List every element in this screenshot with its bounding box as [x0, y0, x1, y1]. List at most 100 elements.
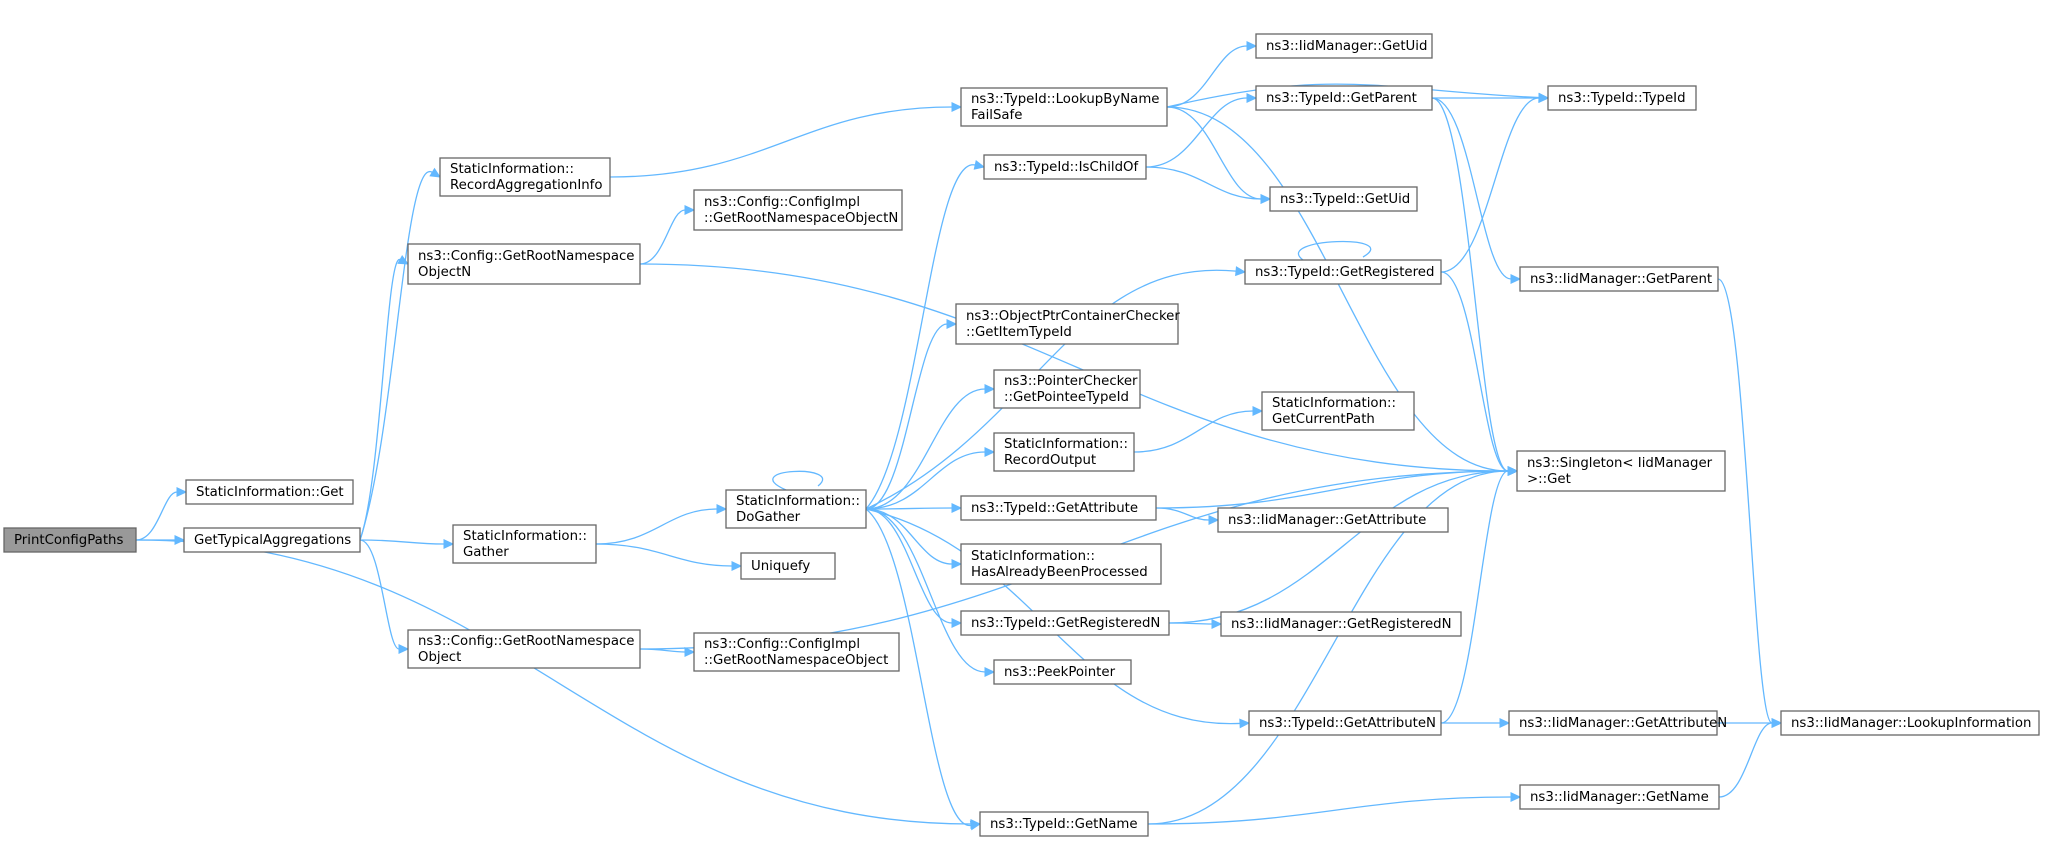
- arrowhead-dogather-to-pc: [984, 384, 996, 394]
- node-mgr_attr[interactable]: ns3::IidManager::GetAttribute: [1217, 507, 1449, 533]
- node-label-pc-1: ::GetPointeeTypeId: [1004, 390, 1129, 405]
- arrowhead-getattr-to-mgr_attr: [1208, 515, 1220, 525]
- edge-dogather-to-peek: [865, 508, 986, 673]
- node-box-ro: [993, 432, 1135, 472]
- node-print[interactable]: PrintConfigPaths: [3, 527, 137, 553]
- edge-dogather-to-pc: [865, 388, 986, 510]
- arrowhead-print-to-siget: [176, 487, 188, 497]
- arrowhead-dogather-to-opcc: [946, 319, 958, 329]
- node-impl[interactable]: ns3::Config::ConfigImpl::GetRootNamespac…: [693, 632, 900, 672]
- node-getattr[interactable]: ns3::TypeId::GetAttribute: [960, 495, 1157, 521]
- node-siget[interactable]: StaticInformation::Get: [185, 479, 354, 505]
- node-gta[interactable]: GetTypicalAggregations: [183, 527, 361, 553]
- arrowhead-grno_n-to-impl_n: [684, 205, 696, 215]
- node-box-peek: [993, 659, 1132, 685]
- node-box-mgr_regn: [1220, 611, 1462, 637]
- node-mgr_uid[interactable]: ns3::IidManager::GetUid: [1255, 33, 1433, 59]
- node-getregn[interactable]: ns3::TypeId::GetRegisteredN: [960, 610, 1170, 636]
- arrowhead-getparent-to-mgr_parent: [1510, 274, 1522, 284]
- edge-lookup-to-singleton: [1166, 106, 1509, 472]
- edge-lookup-to-typeid: [1166, 83, 1540, 108]
- edge-dogather-to-ischild: [865, 164, 976, 510]
- node-label-dogather-0: StaticInformation::: [736, 494, 860, 509]
- node-mgr_attrn[interactable]: ns3::IidManager::GetAttributeN: [1508, 710, 1727, 736]
- arrowhead-gta-to-grno: [398, 644, 410, 654]
- arrowhead-mgr_parent-to-mgr_lookup: [1771, 718, 1783, 728]
- edge-gather-to-uniq: [595, 543, 733, 567]
- edge-getattr-to-singleton: [1155, 470, 1509, 509]
- node-cur[interactable]: StaticInformation::GetCurrentPath: [1261, 391, 1415, 431]
- node-label-mgr_parent-0: ns3::IidManager::GetParent: [1530, 272, 1712, 287]
- node-label-mgr_uid-0: ns3::IidManager::GetUid: [1266, 39, 1427, 54]
- node-mgr_lookup[interactable]: ns3::IidManager::LookupInformation: [1780, 710, 2040, 736]
- node-mgr_name[interactable]: ns3::IidManager::GetName: [1519, 784, 1720, 810]
- node-label-getattr-0: ns3::TypeId::GetAttribute: [971, 501, 1138, 516]
- arrowhead-getreg-to-typeid: [1538, 93, 1550, 103]
- node-ro[interactable]: StaticInformation::RecordOutput: [993, 432, 1135, 472]
- node-mgr_regn[interactable]: ns3::IidManager::GetRegisteredN: [1220, 611, 1462, 637]
- edge-dogather-to-getreg: [865, 269, 1237, 510]
- node-getname[interactable]: ns3::TypeId::GetName: [979, 811, 1149, 837]
- node-getuid[interactable]: ns3::TypeId::GetUid: [1269, 186, 1418, 212]
- arrowhead-ischild-to-getuid: [1260, 194, 1272, 204]
- node-label-singleton-0: ns3::Singleton< IidManager: [1527, 456, 1713, 471]
- node-label-getregn-0: ns3::TypeId::GetRegisteredN: [971, 616, 1160, 631]
- node-grno_n[interactable]: ns3::Config::GetRootNamespaceObjectN: [407, 243, 641, 285]
- node-getattrn[interactable]: ns3::TypeId::GetAttributeN: [1248, 710, 1442, 736]
- node-getreg[interactable]: ns3::TypeId::GetRegistered: [1244, 259, 1442, 285]
- node-box-getparent: [1255, 85, 1433, 111]
- edge-getreg-to-singleton: [1440, 271, 1509, 472]
- node-label-getattrn-0: ns3::TypeId::GetAttributeN: [1259, 716, 1436, 731]
- node-ischild[interactable]: ns3::TypeId::IsChildOf: [983, 154, 1147, 180]
- edge-lookup-to-getuid: [1166, 106, 1262, 200]
- node-box-uniq: [740, 552, 836, 580]
- node-habp[interactable]: StaticInformation::HasAlreadyBeenProcess…: [960, 543, 1162, 585]
- node-label-cur-1: GetCurrentPath: [1272, 412, 1375, 427]
- node-opcc[interactable]: ns3::ObjectPtrContainerChecker::GetItemT…: [955, 303, 1180, 345]
- node-box-print: [3, 527, 137, 553]
- edge-grno_n-to-singleton: [639, 263, 1509, 472]
- edge-print-to-siget: [135, 491, 178, 541]
- node-gather[interactable]: StaticInformation::Gather: [452, 524, 597, 564]
- arrowhead-dogather-to-ro: [984, 447, 996, 457]
- node-label-lookup-1: FailSafe: [971, 108, 1022, 123]
- edge-ischild-to-getparent: [1145, 97, 1248, 168]
- node-label-opcc-0: ns3::ObjectPtrContainerChecker: [966, 309, 1180, 324]
- node-pc[interactable]: ns3::PointerChecker::GetPointeeTypeId: [993, 369, 1141, 409]
- node-typeid[interactable]: ns3::TypeId::TypeId: [1547, 85, 1697, 111]
- node-grno[interactable]: ns3::Config::GetRootNamespaceObject: [407, 629, 641, 669]
- edge-dogather-to-getname: [865, 508, 972, 827]
- node-mgr_parent[interactable]: ns3::IidManager::GetParent: [1519, 266, 1719, 292]
- node-box-singleton: [1516, 450, 1726, 492]
- node-singleton[interactable]: ns3::Singleton< IidManager >::Get: [1516, 450, 1726, 492]
- arrowhead-dogather-to-getattrn: [1239, 718, 1251, 729]
- node-box-mgr_parent: [1519, 266, 1719, 292]
- node-box-rai: [439, 157, 611, 197]
- edge-gta-to-gather: [359, 539, 445, 545]
- node-label-rai-1: RecordAggregationInfo: [450, 178, 603, 193]
- node-impl_n[interactable]: ns3::Config::ConfigImpl::GetRootNamespac…: [693, 189, 903, 231]
- node-label-gather-1: Gather: [463, 545, 509, 560]
- node-label-getreg-0: ns3::TypeId::GetRegistered: [1255, 265, 1434, 280]
- node-label-mgr_attr-0: ns3::IidManager::GetAttribute: [1228, 513, 1426, 528]
- arrowhead-gta-to-grno_n: [397, 255, 410, 265]
- node-label-print-0: PrintConfigPaths: [14, 533, 123, 548]
- node-label-habp-1: HasAlreadyBeenProcessed: [971, 565, 1148, 580]
- edge-rai-to-lookup: [609, 106, 953, 178]
- node-rai[interactable]: StaticInformation::RecordAggregationInfo: [439, 157, 611, 197]
- arrowhead-dogather-to-getregn: [951, 618, 963, 628]
- node-label-siget-0: StaticInformation::Get: [196, 485, 344, 500]
- node-peek[interactable]: ns3::PeekPointer: [993, 659, 1132, 685]
- node-getparent[interactable]: ns3::TypeId::GetParent: [1255, 85, 1433, 111]
- node-label-opcc-1: ::GetItemTypeId: [966, 325, 1072, 340]
- node-uniq[interactable]: Uniquefy: [740, 552, 836, 580]
- node-box-impl_n: [693, 189, 903, 231]
- node-label-impl_n-0: ns3::Config::ConfigImpl: [704, 195, 860, 210]
- arrowhead-dogather-to-getreg: [1235, 266, 1247, 277]
- node-label-mgr_lookup-0: ns3::IidManager::LookupInformation: [1791, 716, 2031, 731]
- node-dogather[interactable]: StaticInformation::DoGather: [725, 489, 867, 529]
- edge-dogather-self-loop: [772, 470, 824, 491]
- arrowhead-grno-to-impl: [684, 647, 696, 657]
- node-box-cur: [1261, 391, 1415, 431]
